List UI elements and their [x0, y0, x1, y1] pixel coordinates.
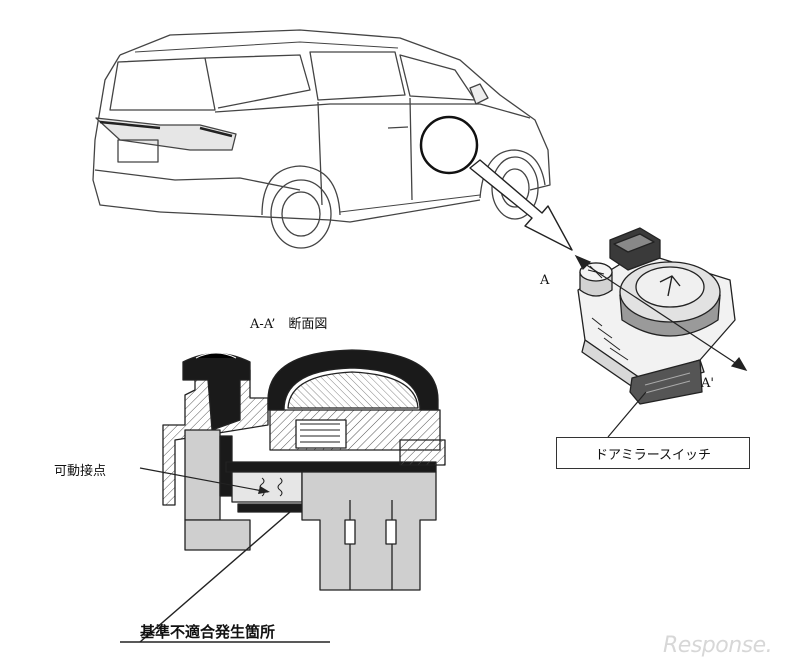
movable-contact-label: 可動接点: [54, 464, 107, 479]
door-mirror-switch-drawing: [577, 227, 736, 405]
response-logo: Response.: [663, 633, 773, 658]
location-circle: [419, 115, 479, 175]
label-a: A: [540, 273, 550, 288]
label-a-prime: A': [701, 376, 714, 391]
minivan-drawing: [92, 29, 551, 249]
section-view-label: A-A’ 断面図: [250, 317, 328, 332]
contact-leader: [139, 467, 269, 493]
defect-leader: [139, 511, 291, 643]
contact-leader-arrow: [258, 486, 270, 494]
switch-leader: [607, 391, 647, 438]
door-mirror-switch-label-box: ドアミラースイッチ: [556, 437, 750, 469]
cross-section-drawing: [162, 349, 446, 591]
nonconformity-location-label: 基準不適合発生箇所: [140, 623, 276, 641]
zoom-arrow: [469, 159, 573, 251]
door-mirror-switch-label: ドアミラースイッチ: [594, 447, 712, 463]
section-line-aa: [574, 254, 748, 371]
